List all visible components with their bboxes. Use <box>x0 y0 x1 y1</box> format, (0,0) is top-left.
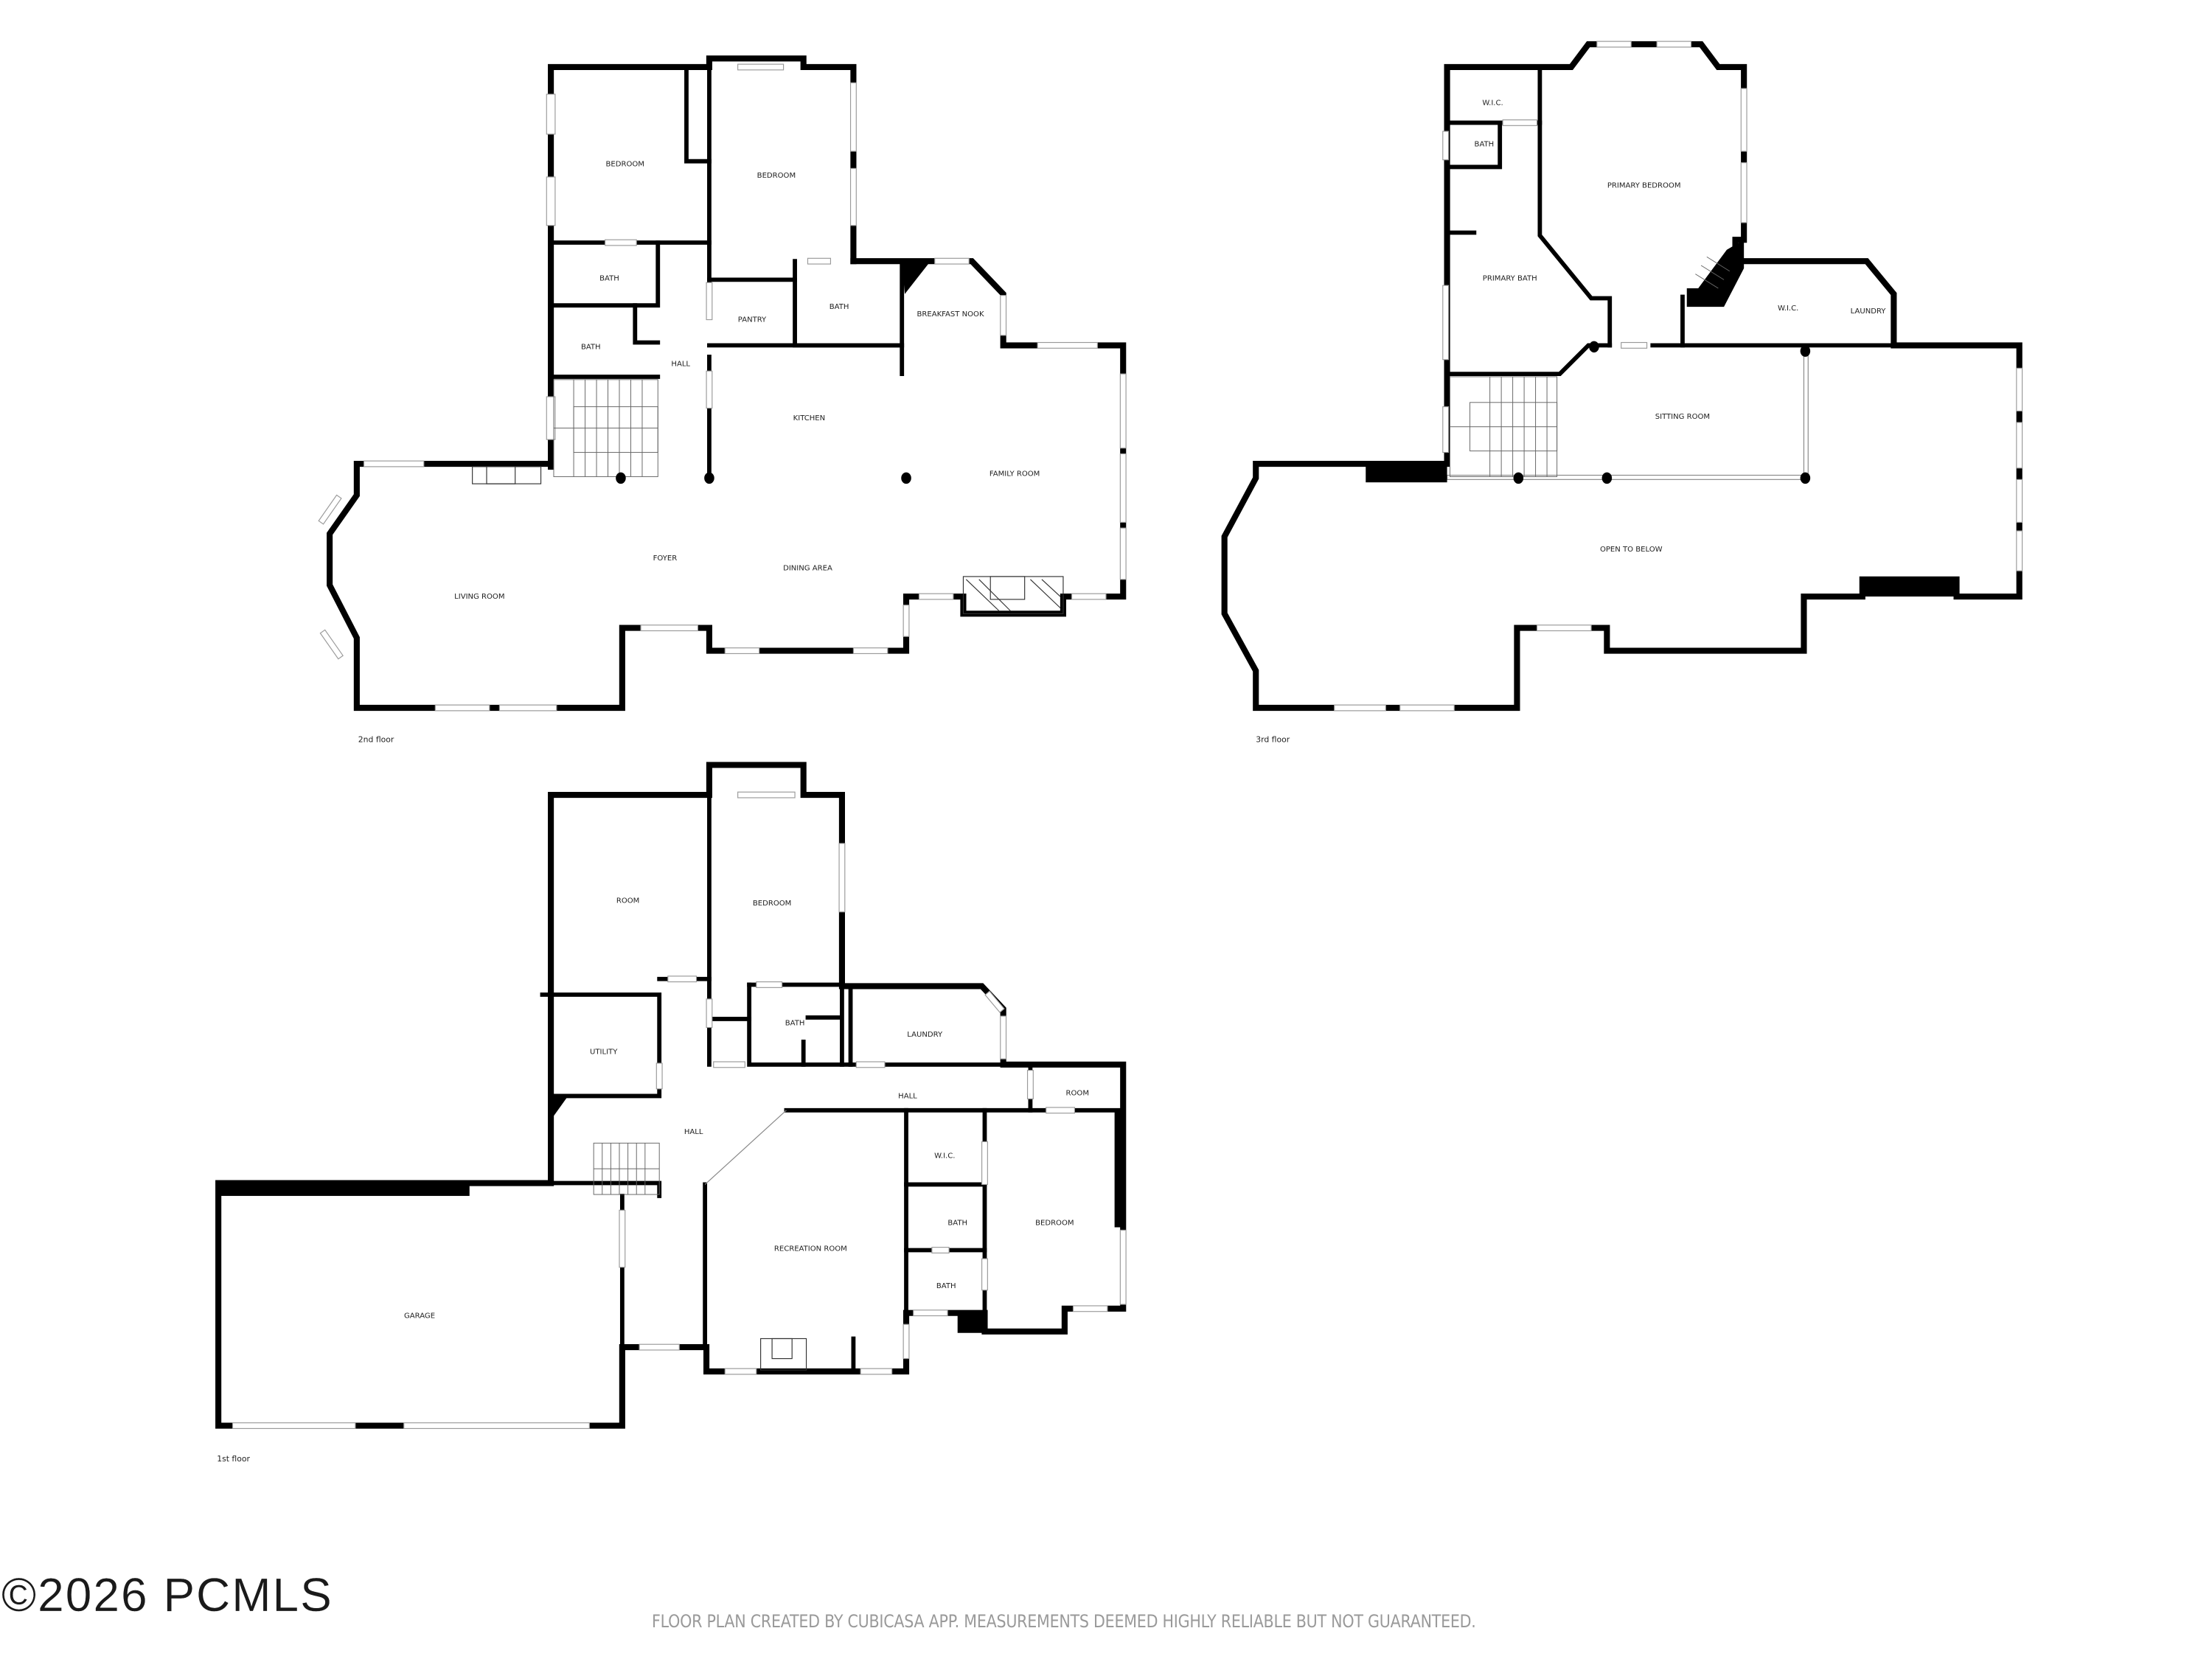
room-label: FAMILY ROOM <box>990 470 1040 479</box>
room-label: KITCHEN <box>793 414 826 422</box>
room-label: FOYER <box>653 554 678 563</box>
room-label: BATH <box>936 1282 956 1290</box>
room-label: BATH <box>830 303 849 311</box>
room-label: BEDROOM <box>606 161 644 169</box>
floor-plan-1st-floor <box>215 762 1127 1429</box>
disclaimer-text: FLOOR PLAN CREATED BY CUBICASA APP. MEAS… <box>652 1611 1476 1632</box>
room-label: ROOM <box>1066 1090 1089 1098</box>
room-label: LAUNDRY <box>907 1031 943 1039</box>
room-labels: BEDROOM BEDROOM BATH BATH HALL PANTRY BATH BREA… <box>404 99 1886 1320</box>
room-label: BREAKFAST NOOK <box>917 310 984 319</box>
floor-plan-3rd-floor <box>1221 41 2023 712</box>
room-label: HALL <box>898 1092 917 1100</box>
room-label: GARAGE <box>404 1312 435 1321</box>
floor-plan-2nd-floor <box>318 55 1127 712</box>
room-label: BEDROOM <box>757 172 796 180</box>
room-label: BATH <box>785 1020 805 1028</box>
room-label: SITTING ROOM <box>1655 413 1710 421</box>
room-label: BATH <box>581 343 601 351</box>
room-label: PRIMARY BATH <box>1483 274 1537 282</box>
copyright-watermark: ©2026 PCMLS <box>1 1568 333 1621</box>
room-label: ROOM <box>616 897 639 905</box>
room-label: W.I.C. <box>934 1152 955 1161</box>
room-label: DINING AREA <box>783 564 832 572</box>
room-label: LIVING ROOM <box>454 593 504 601</box>
room-label: BATH <box>947 1220 967 1228</box>
room-label: BEDROOM <box>1035 1220 1074 1228</box>
room-label: OPEN TO BELOW <box>1600 546 1663 554</box>
room-label: PRIMARY BEDROOM <box>1607 182 1681 190</box>
room-label: HALL <box>684 1128 703 1136</box>
floor-label-1st: 1st floor <box>217 1454 250 1464</box>
room-label: BATH <box>599 274 619 282</box>
room-label: W.I.C. <box>1778 305 1798 313</box>
floor-label-2nd: 2nd floor <box>358 734 394 744</box>
room-label: LAUNDRY <box>1851 307 1887 316</box>
room-label: BEDROOM <box>753 900 791 908</box>
room-label: W.I.C. <box>1482 99 1503 107</box>
room-label: PANTRY <box>738 316 767 324</box>
room-label: BATH <box>1475 140 1495 148</box>
floor-label-3rd: 3rd floor <box>1256 734 1290 744</box>
room-label: HALL <box>671 361 690 369</box>
room-label: RECREATION ROOM <box>774 1245 847 1253</box>
room-label: UTILITY <box>590 1048 618 1056</box>
